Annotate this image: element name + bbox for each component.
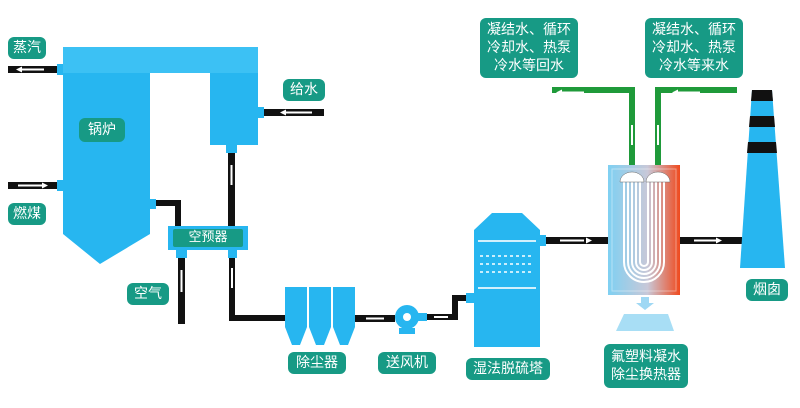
blower xyxy=(395,305,427,334)
boiler xyxy=(63,47,258,264)
feedwater-pipe xyxy=(258,107,324,118)
steam-pipe xyxy=(8,64,63,75)
flue-pipe-dust xyxy=(228,250,285,321)
fuel-pipe xyxy=(8,180,63,191)
flue-pipe-fgd xyxy=(427,293,474,320)
flue-pipe-boiler xyxy=(148,199,181,228)
label-fuel: 燃煤 xyxy=(8,203,46,225)
label-chimney: 烟囱 xyxy=(746,279,788,301)
return-water-pipe xyxy=(552,87,635,165)
dust-collector xyxy=(285,287,355,345)
label-blower: 送风机 xyxy=(378,352,436,374)
flue-pipe-exchanger xyxy=(540,235,608,246)
label-air: 空气 xyxy=(127,283,169,305)
label-feedwater: 给水 xyxy=(283,79,325,101)
supply-water-pipe xyxy=(655,87,737,165)
heat-exchanger xyxy=(608,165,680,331)
wet-fgd-tower xyxy=(474,213,540,347)
label-steam: 蒸汽 xyxy=(8,37,46,59)
label-boiler: 锅炉 xyxy=(79,118,125,142)
flue-pipe-chimney xyxy=(680,237,742,244)
air-pipe xyxy=(176,250,187,324)
preheater-vertical-pipe xyxy=(226,145,237,227)
label-dust-collector: 除尘器 xyxy=(288,352,346,374)
label-return-water: 凝结水、循环 冷却水、热泵 冷水等回水 xyxy=(480,18,578,78)
label-air-preheater: 空预器 xyxy=(188,230,228,245)
chimney xyxy=(740,90,785,268)
label-supply-water: 凝结水、循环 冷却水、热泵 冷水等来水 xyxy=(645,18,743,78)
air-preheater xyxy=(168,226,248,250)
label-wet-fgd: 湿法脱硫塔 xyxy=(466,358,550,380)
label-heat-exchanger: 氟塑料凝水 除尘换热器 xyxy=(604,344,688,388)
flue-pipe-blower xyxy=(355,315,395,322)
